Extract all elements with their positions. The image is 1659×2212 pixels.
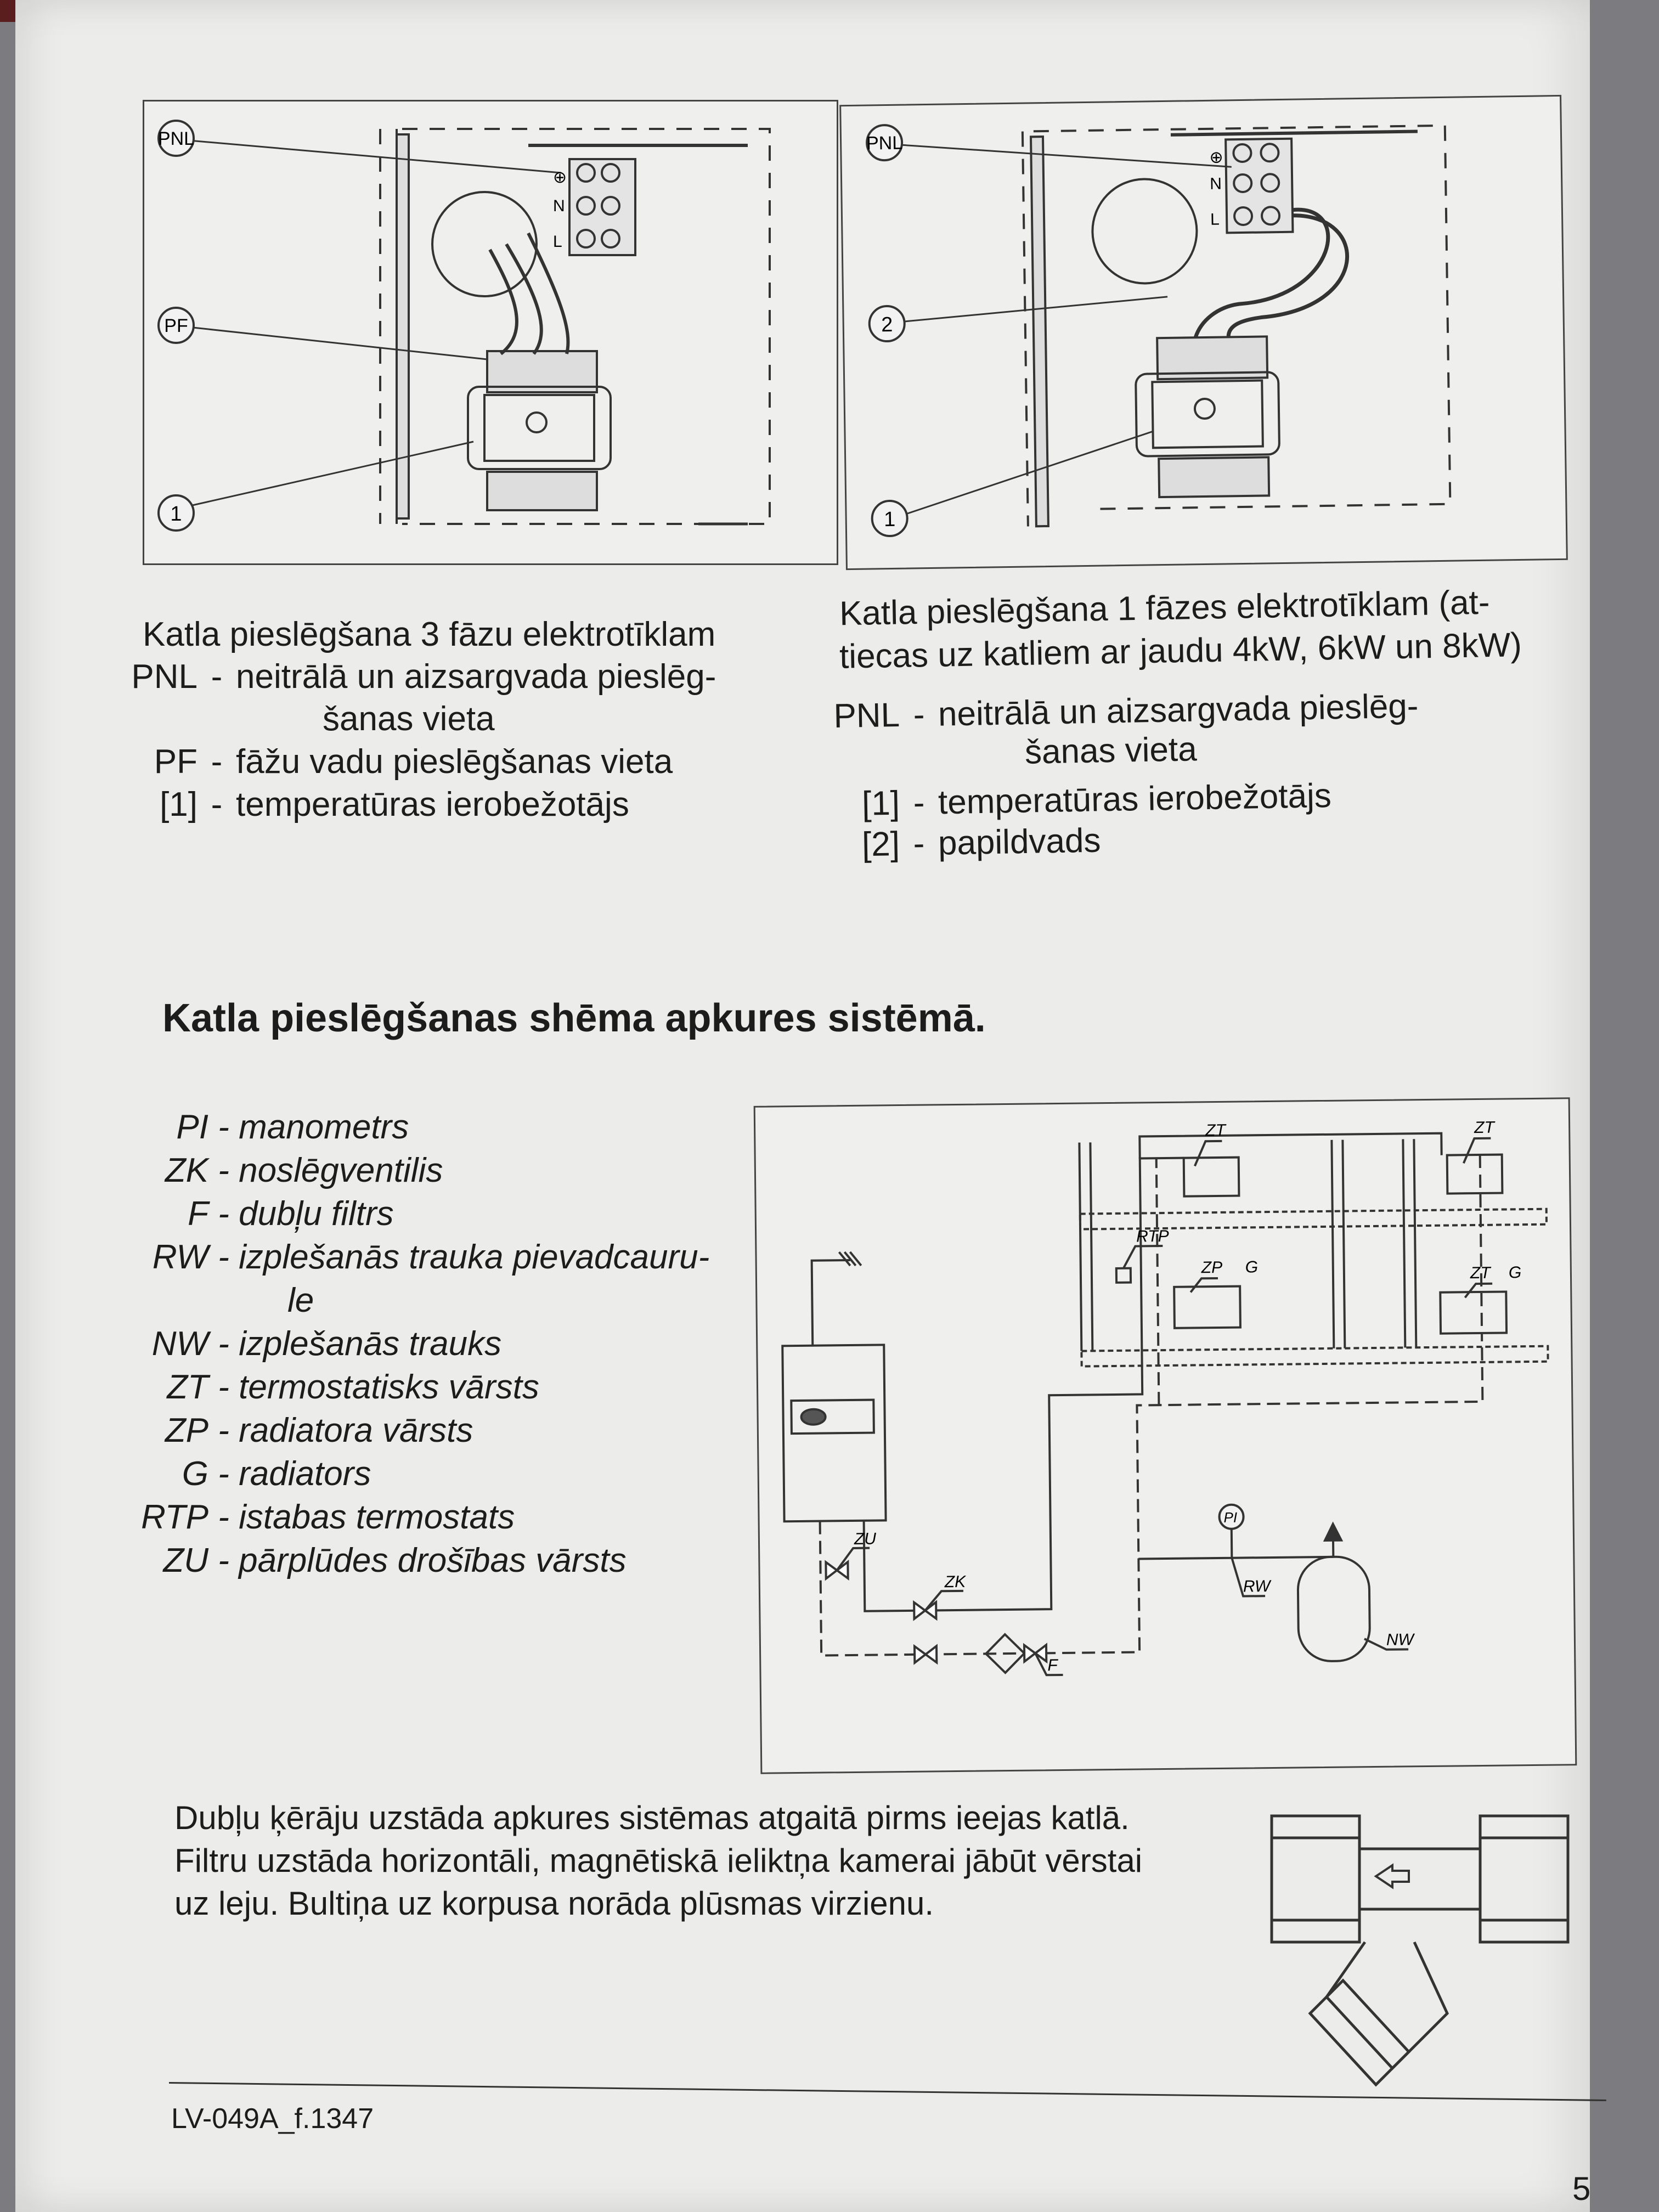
filter-note-line: Filtru uzstāda horizontāli, magnētiskā i… xyxy=(174,1842,1143,1879)
scheme-legend-item: F - dubļu filtrs xyxy=(188,1195,394,1233)
terminal-ground: ⊕ xyxy=(553,168,567,187)
scheme-legend-item: ZT - termostatisks vārsts xyxy=(167,1368,539,1406)
caption-single-phase-item: [2]-papildvads xyxy=(861,821,1101,864)
caption-single-phase-continuation: šanas vieta xyxy=(1024,730,1198,771)
scheme-legend-item: ZU - pārplūdes drošības vārsts xyxy=(163,1542,627,1579)
caption-three-phase-item: [1]-temperatūras ierobežotājs xyxy=(160,786,629,823)
figure-single-phase-wiring: PNL 2 1 ⊕ N L xyxy=(839,94,1568,571)
label-pi: PI xyxy=(1223,1509,1237,1526)
caption-three-phase-item: PNL-neitrālā un aizsargvada pieslēg- xyxy=(131,658,716,696)
label-pnl: PNL xyxy=(866,133,903,154)
scheme-legend-continuation: le xyxy=(287,1282,314,1319)
filter-note: Dubļu ķērāju uzstāda apkures sistēmas at… xyxy=(174,1797,1261,1925)
label-rw: RW xyxy=(1243,1577,1272,1596)
label-one: 1 xyxy=(170,503,182,526)
terminal-n: N xyxy=(553,197,565,215)
caption-three-phase-title: Katla pieslēgšana 3 fāzu elektrotīklam xyxy=(143,616,716,653)
label-f: F xyxy=(1047,1656,1058,1674)
manual-page: PNL PF 1 ⊕ N L xyxy=(15,0,1606,2212)
figure-heating-scheme: ZT ZT RTP ZP G ZT G PI ZU ZK RW NW F xyxy=(753,1097,1577,1774)
page-number: 5 xyxy=(1572,2170,1591,2207)
label-one: 1 xyxy=(884,508,896,531)
caption-three-phase-continuation: šanas vieta xyxy=(323,700,495,738)
figure-three-phase-wiring: PNL PF 1 ⊕ N L xyxy=(143,100,838,565)
filter-note-line: Dubļu ķērāju uzstāda apkures sistēmas at… xyxy=(174,1799,1130,1836)
caption-three-phase-item: PF-fāžu vadu pieslēgšanas vieta xyxy=(154,743,673,781)
label-zk: ZK xyxy=(944,1573,967,1591)
label-g: G xyxy=(1245,1258,1259,1276)
document-code: LV-049A_f.1347 xyxy=(171,2103,374,2135)
scheme-legend-item: ZK - noslēgventilis xyxy=(165,1152,443,1189)
label-zp: ZP xyxy=(1201,1259,1223,1277)
scheme-legend-item: RW - izplešanās trauka pievadcauru- xyxy=(152,1238,710,1276)
caption-single-phase-item: [1]-temperatūras ierobežotājs xyxy=(861,776,1332,823)
label-pnl: PNL xyxy=(158,128,194,149)
scheme-legend-item: G - radiators xyxy=(182,1455,371,1493)
scheme-legend-item: ZP - radiatora vārsts xyxy=(165,1412,473,1449)
terminal-n: N xyxy=(1210,175,1222,193)
label-nw: NW xyxy=(1386,1630,1415,1649)
filter-note-line: uz leju. Bultiņa uz korpusa norāda plūsm… xyxy=(174,1885,934,1922)
label-zt: ZT xyxy=(1205,1121,1227,1139)
label-zt: ZT xyxy=(1470,1264,1492,1282)
dirt-filter-illustration xyxy=(1270,1814,1570,2087)
label-pf: PF xyxy=(164,315,188,336)
label-two: 2 xyxy=(881,313,893,336)
scheme-legend-item: PI - manometrs xyxy=(176,1108,409,1146)
label-g: G xyxy=(1509,1263,1522,1282)
section-heading: Katla pieslēgšanas shēma apkures sistēmā… xyxy=(162,996,986,1040)
label-zu: ZU xyxy=(854,1530,877,1548)
label-zt: ZT xyxy=(1474,1119,1496,1137)
terminal-l: L xyxy=(1210,211,1220,229)
heating-scheme-diagram: ZT ZT RTP ZP G ZT G PI ZU ZK RW NW F xyxy=(781,1119,1549,1677)
single-phase-wiring-diagram: PNL 2 1 ⊕ N L xyxy=(866,124,1452,538)
terminal-l: L xyxy=(553,233,562,251)
terminal-ground: ⊕ xyxy=(1209,148,1223,166)
scheme-legend-item: RTP - istabas termostats xyxy=(141,1498,515,1536)
scheme-legend-item: NW - izplešanās trauks xyxy=(151,1325,502,1363)
label-rtp: RTP xyxy=(1136,1227,1169,1246)
three-phase-wiring-diagram: PNL PF 1 ⊕ N L xyxy=(157,120,771,532)
